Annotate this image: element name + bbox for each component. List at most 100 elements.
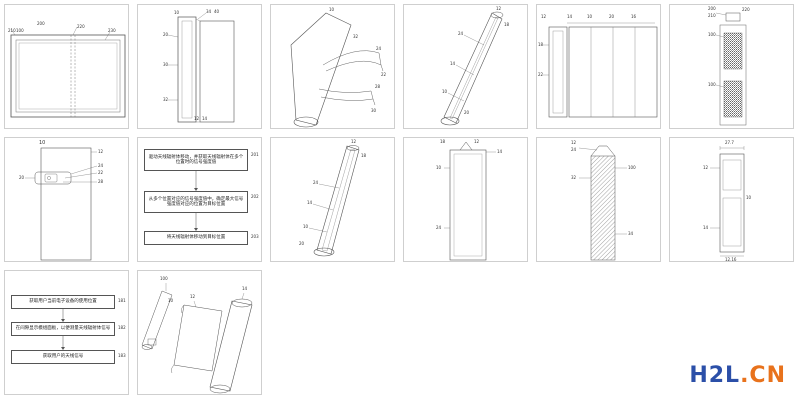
fig1-label-4: 100: [16, 28, 24, 33]
fig2-label-5: 40: [214, 9, 220, 14]
figure-1-drawing: [10, 26, 126, 118]
fig7-label-3: 22: [98, 170, 104, 175]
fig6-label-4: 100: [708, 82, 716, 87]
figure-11-drawing: [578, 145, 627, 261]
fig10-label-1: 14: [497, 149, 503, 154]
fig1-label-0: 200: [37, 21, 45, 26]
figure-10-panel: 12 14 10 24 18: [403, 137, 528, 262]
fig10-label-2: 10: [436, 165, 442, 170]
figure-4-panel: 12 24 14 10 20 18: [403, 4, 528, 129]
fig2-label-0: 10: [174, 10, 180, 15]
fig2-label-6: 12: [194, 116, 200, 121]
figure-14-panel: 100 10 12 14: [137, 270, 262, 395]
fig10-label-3: 24: [436, 225, 442, 230]
fig7-label-5: 28: [98, 179, 104, 184]
fig4-label-5: 18: [504, 22, 510, 27]
fig4-label-4: 20: [464, 110, 470, 115]
fig5-label-2: 10: [587, 14, 593, 19]
fig7-label-4: 20: [19, 175, 25, 180]
fig11-label-2: 100: [628, 165, 636, 170]
fig12-label-4: 12.16: [725, 257, 737, 262]
flow-step-201: 驱动天线辐射体移动，并获取天线辐射体在多个位置时的信号强度值: [144, 149, 248, 171]
fig3-label-2: 24: [376, 46, 382, 51]
fig2-label-4: 34: [206, 9, 212, 14]
fig2-label-2: 30: [163, 62, 169, 67]
figure-13-connectors: [61, 309, 65, 350]
flow-step-202: 从多个位置对应的信号强度值中，确定最大信号强度值对应的位置为目标位置: [144, 191, 248, 213]
figure-7-panel: 10 12 24 22 20 28: [4, 137, 129, 262]
figure-5-drawing: [543, 22, 658, 118]
fig4-label-2: 14: [450, 61, 456, 66]
figure-8-panel: 驱动天线辐射体移动，并获取天线辐射体在多个位置时的信号强度值 201 从多个位置…: [137, 137, 262, 262]
fig9-label-2: 14: [307, 200, 313, 205]
fig14-label-2: 12: [190, 294, 196, 299]
fig14-label-3: 14: [242, 286, 248, 291]
fig2-label-1: 20: [163, 32, 169, 37]
fig1-label-1: 210: [8, 28, 16, 33]
fig5-label-0: 12: [541, 14, 547, 19]
flow-step-183: 获取用户的天线信号: [11, 350, 115, 364]
fig3-label-5: 30: [371, 108, 377, 113]
fig9-label-4: 20: [299, 241, 305, 246]
figure-4-drawing: [440, 11, 504, 126]
fig7-label-0: 10: [39, 140, 46, 146]
fig3-label-0: 10: [329, 7, 335, 12]
site-watermark: H2L.CN: [689, 363, 786, 388]
fig11-label-3: 32: [571, 175, 577, 180]
flow-step-181-number: 181: [118, 298, 126, 303]
fig12-label-3: 10: [746, 195, 752, 200]
flow-step-202-number: 202: [251, 194, 259, 199]
figure-2-drawing: [167, 12, 235, 123]
figure-14-drawing: [141, 283, 253, 394]
flow-step-182-number: 182: [118, 325, 126, 330]
figure-12-panel: 27.7 12 14 10 12.16: [669, 137, 794, 262]
fig6-label-2: 220: [742, 7, 750, 12]
fig4-label-3: 10: [442, 89, 448, 94]
fig10-label-4: 18: [440, 139, 446, 144]
fig4-label-0: 12: [496, 6, 502, 11]
figure-11-panel: 12 24 100 32 34: [536, 137, 661, 262]
fig14-label-0: 100: [160, 276, 168, 281]
flow-step-203: 将天线辐射体移动到目标位置: [144, 231, 248, 245]
fig11-label-4: 34: [628, 231, 634, 236]
figure-3-drawing: [290, 12, 384, 128]
fig5-label-1: 14: [567, 14, 573, 19]
fig12-label-1: 12: [703, 165, 709, 170]
fig5-label-4: 16: [631, 14, 637, 19]
figure-2-panel: 10 20 30 32 34 40 12 14: [137, 4, 262, 129]
fig10-label-0: 12: [474, 139, 480, 144]
fig12-label-0: 27.7: [725, 140, 734, 145]
fig6-label-0: 200: [708, 6, 716, 11]
flow-step-201-number: 201: [251, 152, 259, 157]
fig9-label-0: 12: [351, 139, 357, 144]
figure-8-connectors: [194, 171, 198, 231]
fig1-label-3: 230: [108, 28, 116, 33]
fig9-label-5: 18: [361, 153, 367, 158]
fig9-label-1: 24: [313, 180, 319, 185]
fig14-label-1: 10: [168, 298, 174, 303]
fig7-label-1: 12: [98, 149, 104, 154]
flow-step-181: 获取用户当前电子设备的使用位置: [11, 295, 115, 309]
fig3-label-4: 28: [375, 84, 381, 89]
fig2-label-7: 14: [202, 116, 208, 121]
figure-7-drawing: [25, 147, 98, 261]
fig9-label-3: 10: [303, 224, 309, 229]
fig6-label-1: 210: [708, 13, 716, 18]
fig1-label-2: 220: [77, 24, 85, 29]
fig5-label-6: 22: [538, 72, 544, 77]
figure-6-panel: 200 210 220 100 100: [669, 4, 794, 129]
fig6-label-3: 100: [708, 32, 716, 37]
figure-1-panel: 200 210 220 230 100: [4, 4, 129, 129]
fig5-label-5: 18: [538, 42, 544, 47]
flow-step-203-number: 203: [251, 234, 259, 239]
fig7-label-2: 24: [98, 163, 104, 168]
figure-13-panel: 获取用户当前电子设备的使用位置 181 在间隙显示模组面板，以便测量天线辐射体信…: [4, 270, 129, 395]
figure-3-panel: 10 32 24 22 28 30: [270, 4, 395, 129]
figure-5-panel: 12 14 10 20 16 18 22: [536, 4, 661, 129]
fig5-label-3: 20: [609, 14, 615, 19]
flow-step-183-number: 183: [118, 353, 126, 358]
flow-step-182: 在间隙显示模组面板，以便测量天线辐射体信号: [11, 322, 115, 336]
figure-9-panel: 12 24 14 10 20 18: [270, 137, 395, 262]
fig2-label-3: 32: [163, 97, 169, 102]
